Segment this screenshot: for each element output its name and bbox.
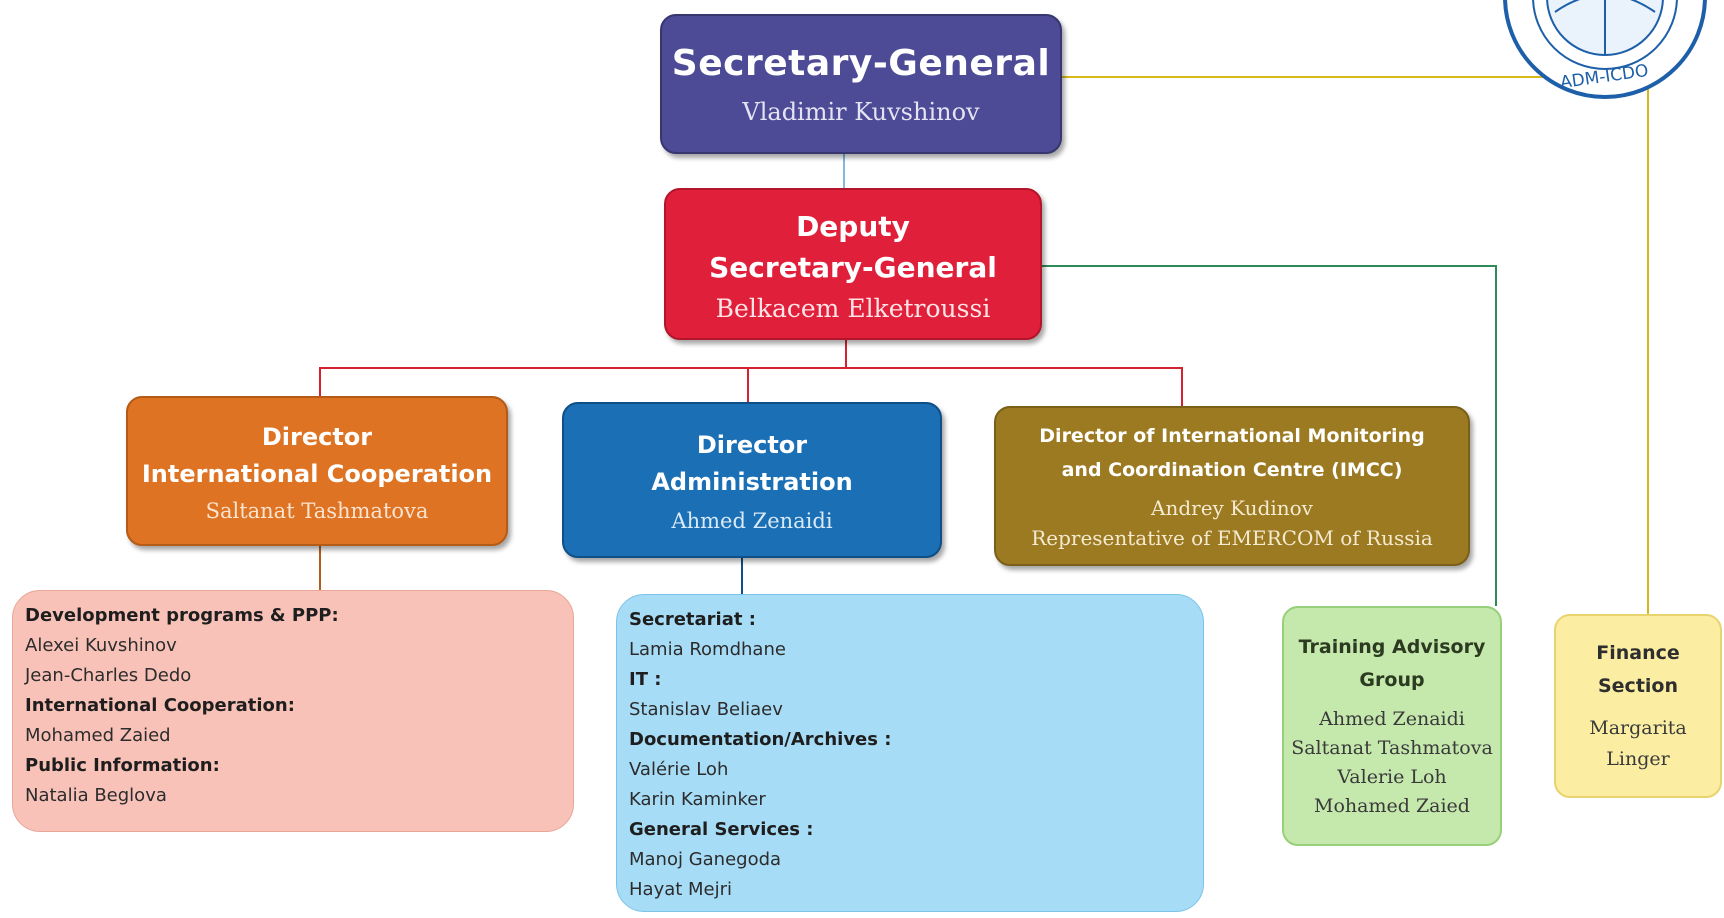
finance-name-line1: Margarita [1589,717,1687,739]
panel-line: Hayat Mejri [629,879,733,900]
director-admin-title-line2: Administration [651,468,853,496]
deputy-title-line1: Deputy [796,209,910,243]
director-admin-name: Ahmed Zenaidi [671,509,833,533]
training-title-line1: Training Advisory [1298,636,1486,658]
director-imcc-name: Andrey Kudinov [1151,496,1313,520]
deputy-secretary-general-box: Deputy Secretary-General Belkacem Elketr… [664,188,1042,340]
deputy-name: Belkacem Elketroussi [715,293,991,323]
panel-line: Mohamed Zaied [25,725,171,746]
panel-line: Karin Kaminker [629,789,766,810]
director-international-cooperation-box: Director International Cooperation Salta… [126,396,508,546]
panel-line: Lamia Romdhane [629,639,786,660]
secretary-general-title: Secretary-General [671,42,1051,84]
finance-title-line2: Section [1597,675,1678,697]
training-member: Valerie Loh [1337,766,1447,788]
training-member: Ahmed Zenaidi [1319,708,1465,730]
deputy-title-line2: Secretary-General [709,250,997,284]
director-imcc-title-line2: and Coordination Centre (IMCC) [1061,459,1403,481]
finance-title-line1: Finance [1596,642,1680,664]
secretary-general-box: Secretary-General Vladimir Kuvshinov [660,14,1062,154]
panel-line: Valérie Loh [629,759,729,780]
panel-line: International Cooperation: [25,695,295,716]
panel-line: Documentation/Archives : [629,729,892,750]
director-ic-name: Saltanat Tashmatova [205,499,429,523]
finance-section-box: Finance Section Margarita Linger [1554,614,1722,798]
training-advisory-group-box: Training Advisory Group Ahmed Zenaidi Sa… [1282,606,1502,846]
panel-line: Public Information: [25,755,220,776]
administration-staff-panel: Secretariat : Lamia Romdhane IT : Stanis… [616,594,1204,912]
director-administration-box: Director Administration Ahmed Zenaidi [562,402,942,558]
panel-line: Natalia Beglova [25,785,167,806]
training-title-line2: Group [1359,669,1425,691]
panel-line: IT : [629,669,662,690]
director-ic-title-line2: International Cooperation [141,460,493,488]
panel-line: Jean-Charles Dedo [25,665,192,686]
training-member: Saltanat Tashmatova [1291,737,1493,759]
panel-line: General Services : [629,819,814,840]
director-ic-title-line1: Director [261,423,373,451]
connector-director-bus [319,367,1183,406]
connector-deputy-training [1042,265,1497,606]
training-member: Mohamed Zaied [1314,795,1470,817]
director-imcc-title-line1: Director of International Monitoring [1039,425,1425,447]
finance-name-line2: Linger [1606,748,1670,770]
development-cooperation-panel: Development programs & PPP: Alexei Kuvsh… [12,590,574,832]
director-admin-title-line1: Director [696,431,808,459]
panel-line: Development programs & PPP: [25,605,339,626]
panel-line: Alexei Kuvshinov [25,635,177,656]
panel-line: Stanislav Beliaev [629,699,783,720]
director-imcc-box: Director of International Monitoring and… [994,406,1470,566]
secretary-general-name: Vladimir Kuvshinov [742,97,980,126]
panel-line: Secretariat : [629,609,756,630]
director-imcc-role: Representative of EMERCOM of Russia [1031,526,1433,550]
organization-seal: ADM-ICDO [1503,0,1707,99]
panel-line: Manoj Ganegoda [629,849,782,870]
